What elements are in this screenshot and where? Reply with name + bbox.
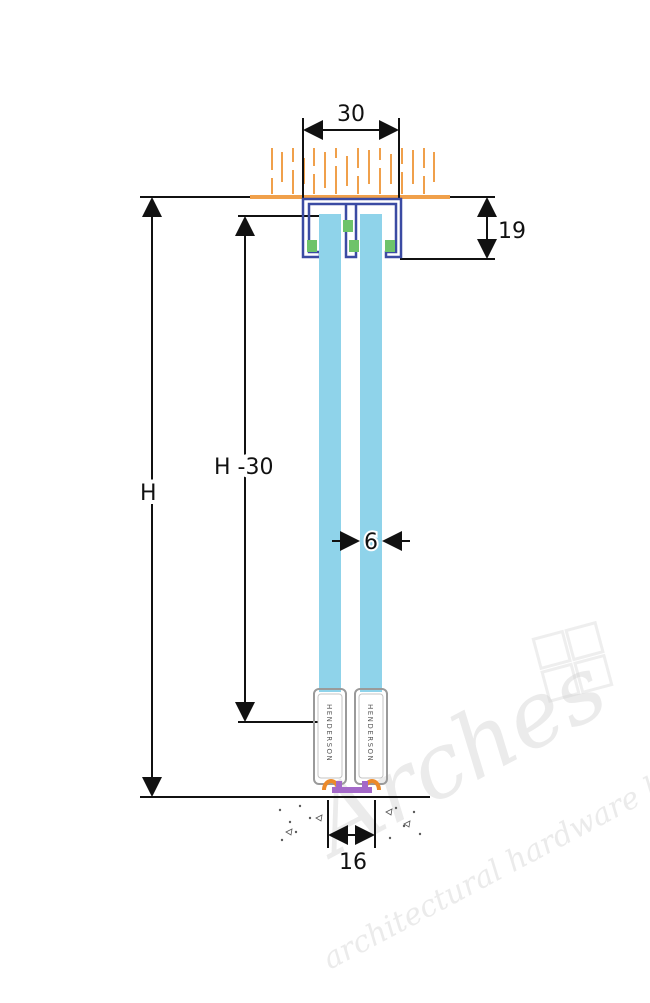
dim-glass-gap: 6 <box>364 530 378 555</box>
brand-label-left: HENDERSON <box>325 704 333 762</box>
dim-bottom-width: 16 <box>339 850 367 875</box>
brand-label-right: HENDERSON <box>366 704 374 762</box>
dim-top-width: 30 <box>337 102 365 127</box>
watermark: Arches architectural hardware ltd. <box>289 620 650 977</box>
window-grid-icon <box>531 620 614 703</box>
dim-panel-height: H -30 <box>214 455 273 480</box>
bottom-carriage-right: HENDERSON <box>354 688 388 785</box>
ceiling-line <box>250 195 450 199</box>
top-guides <box>307 220 395 252</box>
bottom-carriage-left: HENDERSON <box>313 688 347 785</box>
floor-guide <box>332 781 372 793</box>
floor-concrete <box>278 804 422 842</box>
glass-panel-right <box>360 214 382 692</box>
ceiling-hatch <box>271 148 435 194</box>
glass-panel-left <box>319 214 341 692</box>
dim-overall-height: H <box>140 481 157 506</box>
dim-track-height: 19 <box>498 219 526 244</box>
